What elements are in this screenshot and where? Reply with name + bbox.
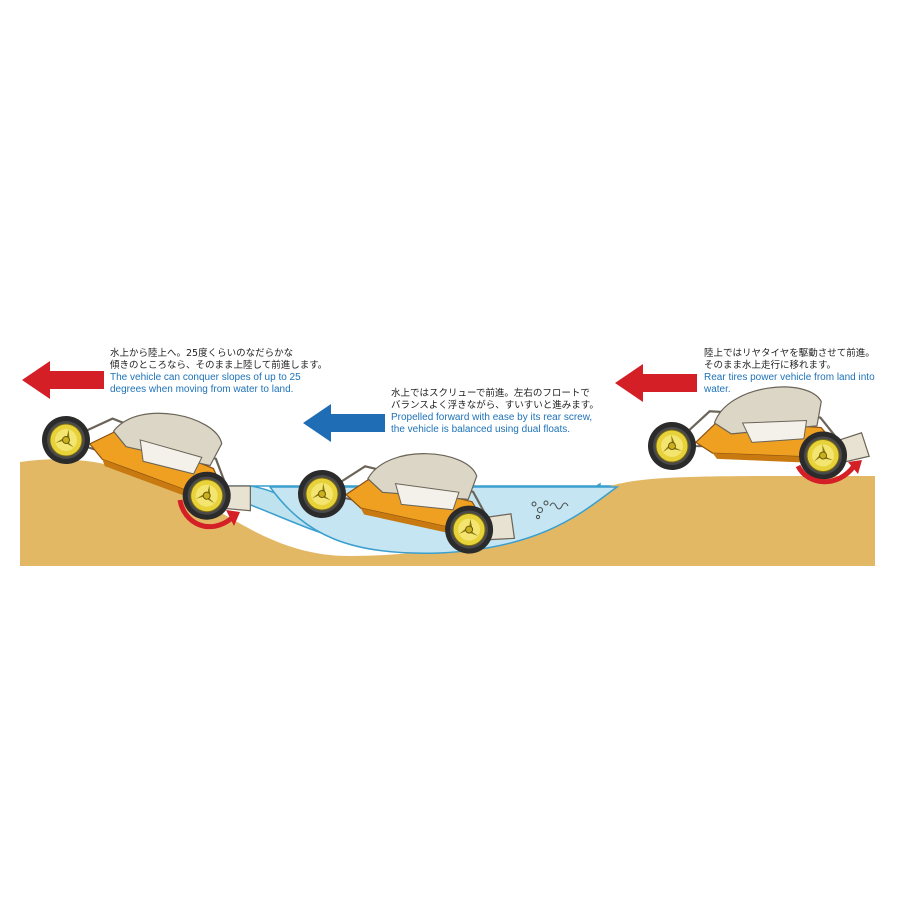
caption-water-to-land: 水上から陸上へ。25度くらいのなだらかな 傾きのところなら、そのまま上陸して前進…: [110, 348, 340, 396]
caption-en: Rear tires power vehicle from land into …: [704, 372, 875, 395]
caption-en: The vehicle can conquer slopes of up to …: [110, 372, 301, 395]
caption-on-water: 水上ではスクリューで前進。左右のフロートで バランスよく浮きながら、すいすいと進…: [391, 388, 621, 436]
caption-ja: 陸上ではリヤタイヤを駆動させて前進。 そのまま水上走行に移れます。: [704, 348, 875, 371]
left-arrow-icon: [303, 404, 385, 442]
left-arrow-icon: [22, 361, 104, 399]
caption-ja: 水上から陸上へ。25度くらいのなだらかな 傾きのところなら、そのまま上陸して前進…: [110, 348, 328, 371]
rotation-arrow-icon: [795, 464, 857, 485]
ground-terrain: [20, 459, 875, 566]
left-arrow-icon: [615, 364, 697, 402]
rotation-arrow-icon: [177, 499, 234, 530]
caption-ja: 水上ではスクリューで前進。左右のフロートで バランスよく浮きながら、すいすいと進…: [391, 388, 599, 411]
bubbles-icon: [531, 500, 569, 520]
caption-en: Propelled forward with ease by its rear …: [391, 412, 593, 435]
rotation-arrow-icon: [848, 460, 862, 474]
caption-land-to-water: 陸上ではリヤタイヤを駆動させて前進。 そのまま水上走行に移れます。 Rear t…: [704, 348, 894, 396]
vehicle-right: [644, 381, 870, 491]
rotation-arrow-icon: [226, 510, 240, 526]
